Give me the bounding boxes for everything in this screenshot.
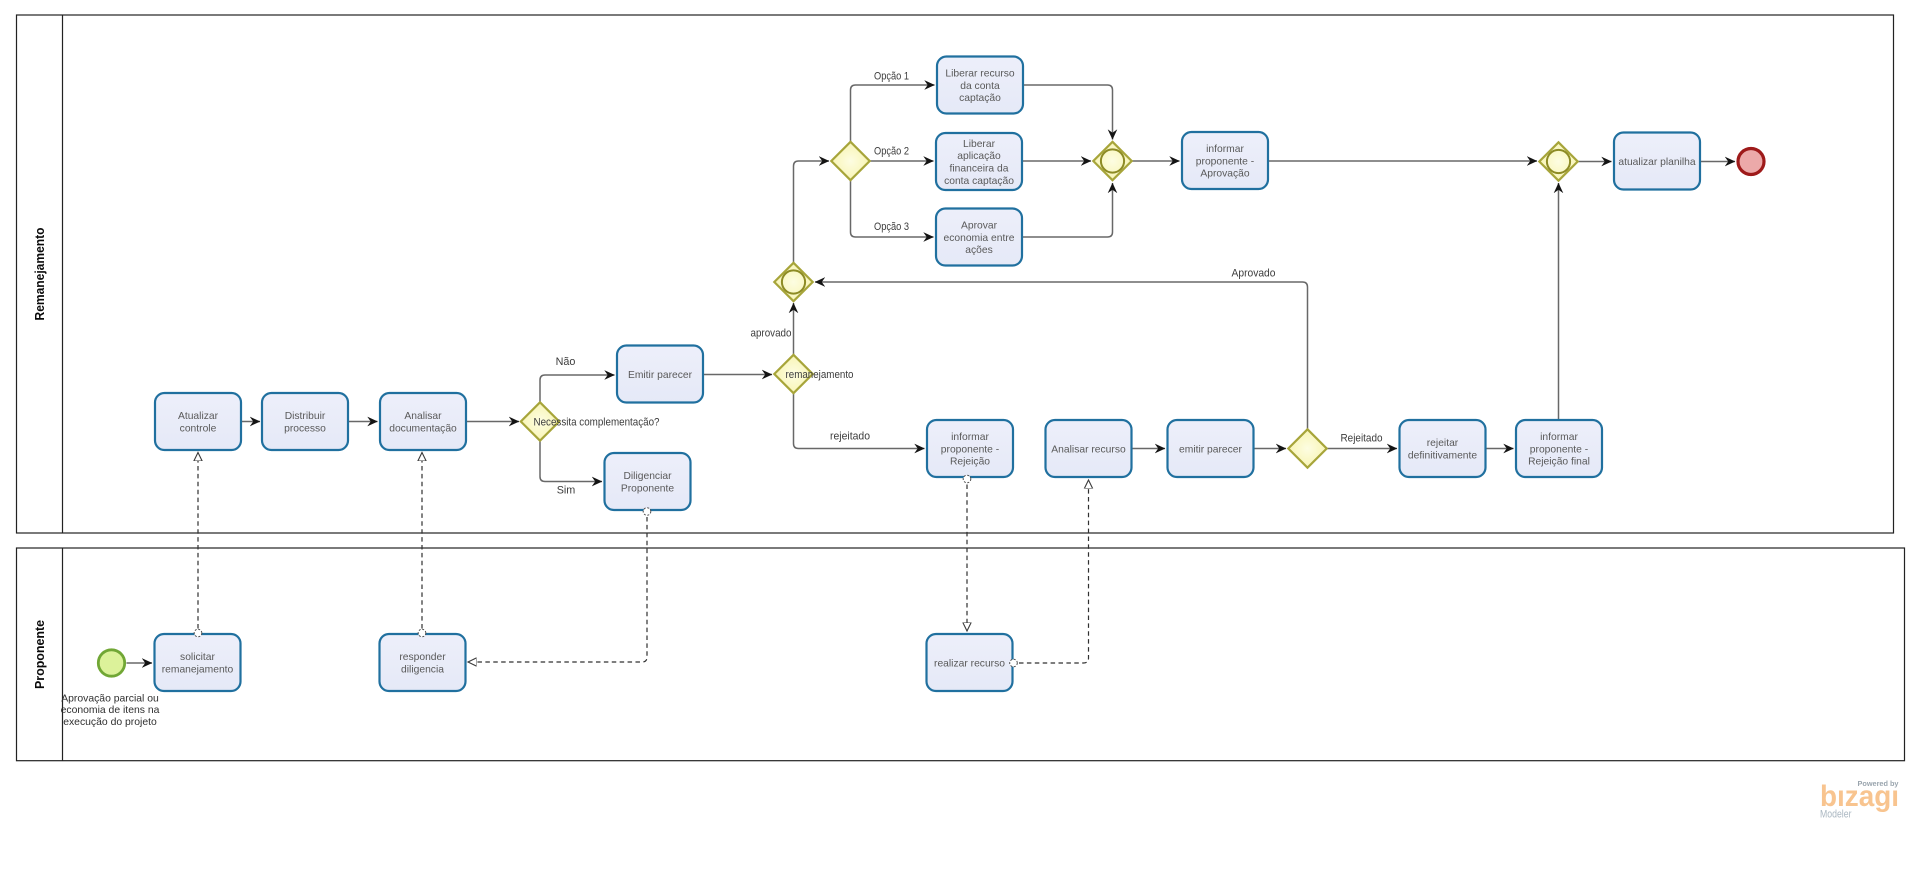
- svg-text:Remanejamento: Remanejamento: [33, 227, 47, 320]
- svg-text:informar: informar: [1540, 432, 1578, 443]
- svg-text:diligencia: diligencia: [401, 664, 444, 675]
- svg-text:Modeler: Modeler: [1820, 809, 1852, 821]
- svg-text:rejeitado: rejeitado: [830, 431, 870, 443]
- svg-text:remanejamento: remanejamento: [786, 369, 854, 381]
- svg-text:remanejamento: remanejamento: [162, 664, 234, 675]
- svg-text:Não: Não: [556, 356, 576, 368]
- svg-text:Diligenciar: Diligenciar: [623, 471, 672, 482]
- svg-text:Opção 2: Opção 2: [874, 146, 909, 158]
- svg-text:solicitar: solicitar: [180, 652, 215, 663]
- svg-text:proponente -: proponente -: [1530, 444, 1588, 455]
- svg-text:definitivamente: definitivamente: [1408, 450, 1478, 461]
- svg-text:proponente -: proponente -: [941, 444, 999, 455]
- svg-text:proponente -: proponente -: [1196, 156, 1254, 167]
- svg-text:Liberar: Liberar: [963, 139, 996, 150]
- svg-text:emitir parecer: emitir parecer: [1179, 444, 1243, 455]
- svg-text:Liberar recurso: Liberar recurso: [945, 69, 1015, 80]
- svg-text:Aprovação parcial ou: Aprovação parcial ou: [61, 694, 159, 705]
- svg-text:aprovado: aprovado: [751, 328, 792, 340]
- svg-text:bızagı: bızagı: [1820, 780, 1899, 813]
- svg-text:Aprovar: Aprovar: [961, 221, 998, 232]
- svg-text:economia entre: economia entre: [944, 233, 1015, 244]
- svg-text:processo: processo: [284, 423, 326, 434]
- svg-text:Sim: Sim: [557, 485, 576, 497]
- svg-text:rejeitar: rejeitar: [1427, 438, 1459, 449]
- svg-text:economia de itens na: economia de itens na: [61, 705, 160, 716]
- svg-text:informar: informar: [1206, 144, 1244, 155]
- svg-text:realizar recurso: realizar recurso: [934, 658, 1005, 669]
- svg-text:Aprovação: Aprovação: [1200, 169, 1250, 180]
- svg-text:Analisar: Analisar: [404, 411, 442, 422]
- svg-text:controle: controle: [180, 423, 217, 434]
- svg-text:conta captação: conta captação: [944, 176, 1014, 187]
- svg-text:responder: responder: [399, 652, 446, 663]
- svg-text:ações: ações: [965, 245, 992, 256]
- svg-text:Opção 1: Opção 1: [874, 71, 909, 83]
- svg-text:aplicação: aplicação: [957, 151, 1001, 162]
- svg-text:da conta: da conta: [960, 81, 1000, 92]
- svg-text:execução do projeto: execução do projeto: [63, 717, 157, 728]
- svg-text:atualizar planilha: atualizar planilha: [1618, 157, 1696, 168]
- svg-text:Atualizar: Atualizar: [178, 411, 219, 422]
- svg-text:Analisar recurso: Analisar recurso: [1051, 444, 1126, 455]
- svg-text:Powered by: Powered by: [1858, 779, 1900, 788]
- svg-text:Necessita complementação?: Necessita complementação?: [534, 417, 660, 429]
- svg-text:Distribuir: Distribuir: [285, 411, 326, 422]
- svg-text:Proponente: Proponente: [621, 483, 675, 494]
- svg-text:Opção 3: Opção 3: [874, 221, 909, 233]
- svg-text:Emitir parecer: Emitir parecer: [628, 370, 693, 381]
- svg-text:financeira da: financeira da: [950, 164, 1009, 175]
- svg-text:Rejeitado: Rejeitado: [1341, 433, 1383, 445]
- svg-text:captação: captação: [959, 93, 1001, 104]
- svg-text:informar: informar: [951, 432, 989, 443]
- svg-text:Aprovado: Aprovado: [1232, 268, 1276, 280]
- svg-text:Proponente: Proponente: [33, 620, 47, 689]
- svg-text:documentação: documentação: [389, 423, 457, 434]
- svg-text:Rejeição: Rejeição: [950, 457, 990, 468]
- svg-text:Rejeição final: Rejeição final: [1528, 457, 1590, 468]
